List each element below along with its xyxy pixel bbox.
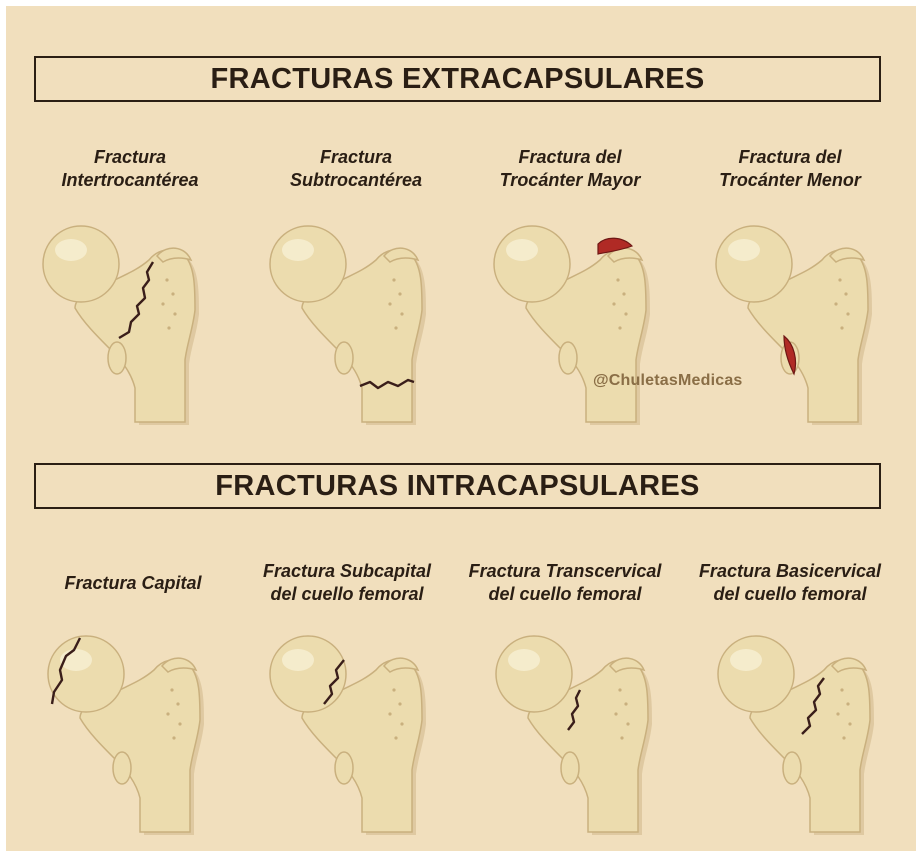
femur-subtrochanteric [262,210,442,425]
section-title-intracapsular: FRACTURAS INTRACAPSULARES [34,463,881,509]
femoral-head [270,226,346,302]
femur-lesser-trochanter [708,210,888,425]
caption-subcapital: Fractura Subcapital del cuello femoral [242,560,452,606]
femoral-head [43,226,119,302]
lesser-trochanter [108,342,126,374]
femoral-head [496,636,572,712]
lesser-trochanter [335,342,353,374]
femoral-head [48,636,124,712]
femoral-head [718,636,794,712]
femur-basicervical [710,620,890,835]
femoral-head [716,226,792,302]
femur-capital [40,620,220,835]
caption-lesser-trochanter: Fractura del Trocánter Menor [690,146,890,192]
lesser-trochanter [783,752,801,784]
caption-subtrochanteric: Fractura Subtrocantérea [256,146,456,192]
caption-capital: Fractura Capital [28,572,238,595]
femur-transcervical [488,620,668,835]
caption-intertrochanteric: Fractura Intertrocantérea [30,146,230,192]
lesser-trochanter [561,752,579,784]
femur-greater-trochanter [486,210,666,425]
femoral-head [270,636,346,712]
femoral-head [494,226,570,302]
lesser-trochanter [335,752,353,784]
section-title-extracapsular: FRACTURAS EXTRACAPSULARES [34,56,881,102]
caption-greater-trochanter: Fractura del Trocánter Mayor [470,146,670,192]
caption-basicervical: Fractura Basicervical del cuello femoral [685,560,895,606]
lesser-trochanter [559,342,577,374]
watermark: @ChuletasMedicas [593,372,743,390]
caption-transcervical: Fractura Transcervical del cuello femora… [455,560,675,606]
femur-subcapital [262,620,442,835]
femur-intertrochanteric [35,210,215,425]
lesser-trochanter [113,752,131,784]
